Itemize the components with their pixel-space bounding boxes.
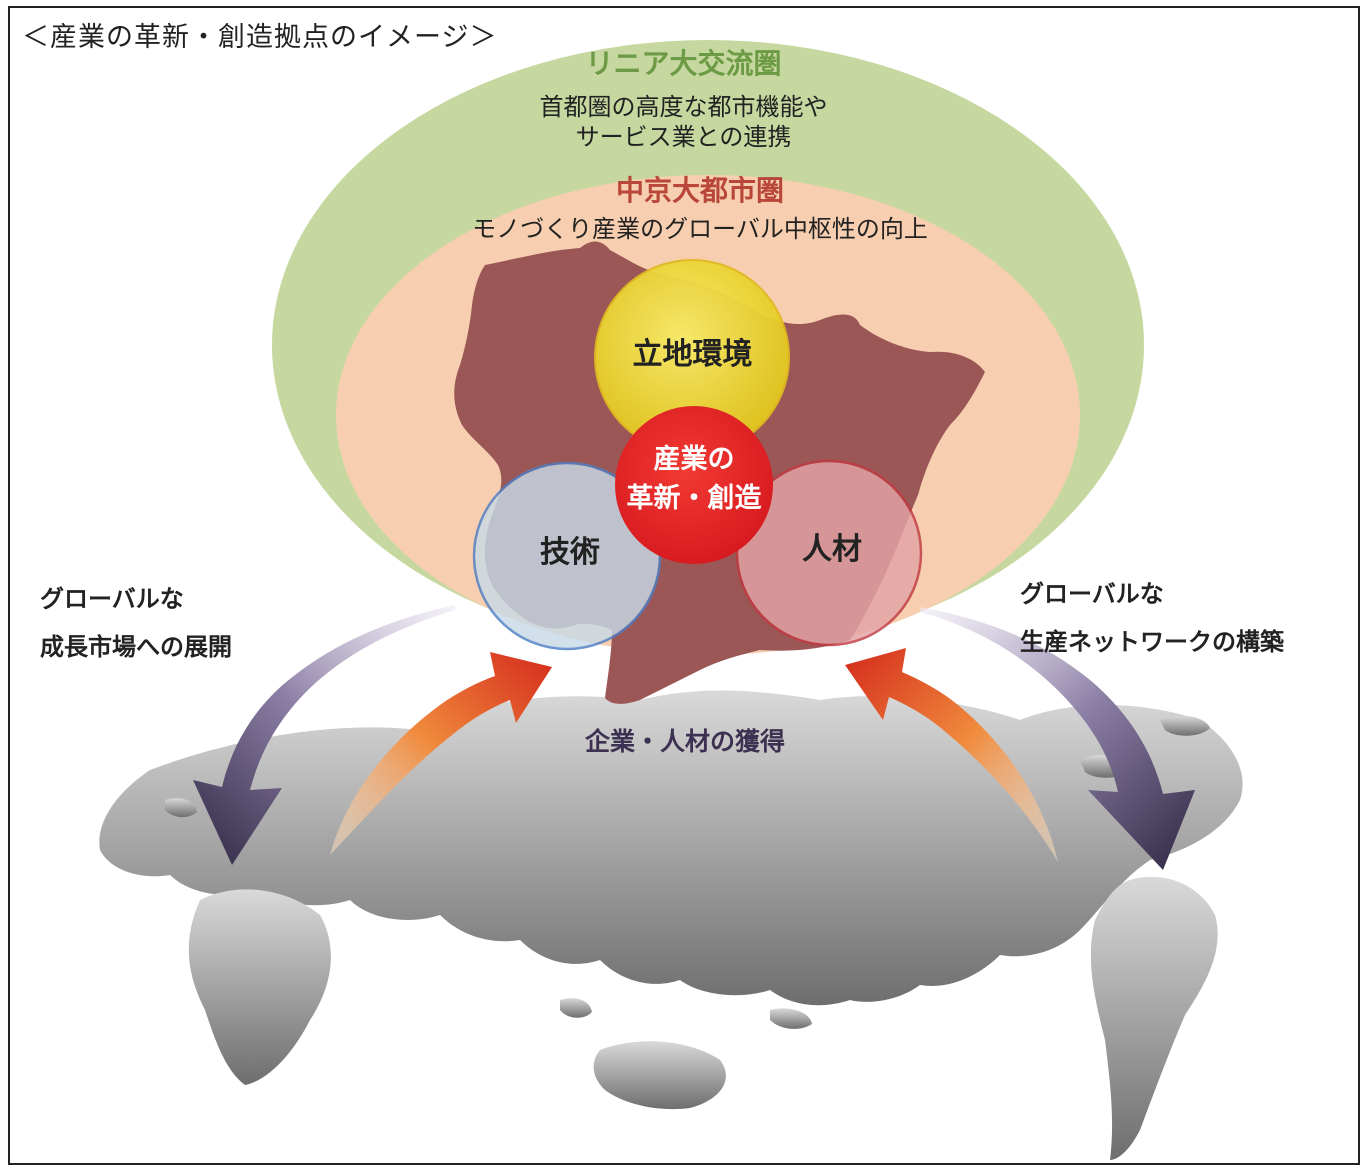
linear-region-description: 首都圏の高度な都市機能や サービス業との連携 bbox=[0, 92, 1367, 152]
left-side-label-line1: グローバルな bbox=[40, 585, 184, 613]
diagram-heading: ＜産業の革新・創造拠点のイメージ＞ bbox=[22, 22, 498, 53]
talent-label: 人材 bbox=[802, 532, 862, 567]
world-map bbox=[99, 690, 1243, 1160]
right-side-label-line1: グローバルな bbox=[1020, 580, 1164, 608]
right-incoming-arrow bbox=[845, 648, 1058, 862]
chukyo-region-description: モノづくり産業のグローバル中枢性の向上 bbox=[472, 215, 928, 243]
linear-region-description-line1: 首都圏の高度な都市機能や bbox=[539, 93, 828, 121]
innovation-center-label-line2: 革新・創造 bbox=[626, 483, 762, 515]
left-side-label-line2: 成長市場への展開 bbox=[40, 633, 232, 661]
acquire-label: 企業・人材の獲得 bbox=[585, 727, 786, 756]
left-incoming-arrow bbox=[330, 652, 552, 855]
location-label: 立地環境 bbox=[632, 337, 753, 372]
innovation-center-label-line1: 産業の bbox=[653, 444, 735, 475]
right-outgoing-arrow bbox=[920, 607, 1195, 870]
chukyo-region-title: 中京大都市圏 bbox=[615, 174, 784, 207]
left-outgoing-arrow bbox=[193, 605, 455, 865]
right-side-label: グローバルな 生産ネットワークの構築 bbox=[1020, 570, 1284, 666]
innovation-center-label: 産業の 革新・創造 bbox=[615, 440, 773, 518]
talent-circle bbox=[735, 459, 923, 647]
innovation-center-circle bbox=[615, 406, 773, 564]
technology-label: 技術 bbox=[540, 535, 600, 570]
right-side-label-line2: 生産ネットワークの構築 bbox=[1020, 628, 1284, 656]
linear-region-title: リニア大交流圏 bbox=[585, 47, 782, 80]
left-side-label: グローバルな 成長市場への展開 bbox=[40, 575, 232, 671]
linear-region-description-line2: サービス業との連携 bbox=[575, 123, 792, 151]
